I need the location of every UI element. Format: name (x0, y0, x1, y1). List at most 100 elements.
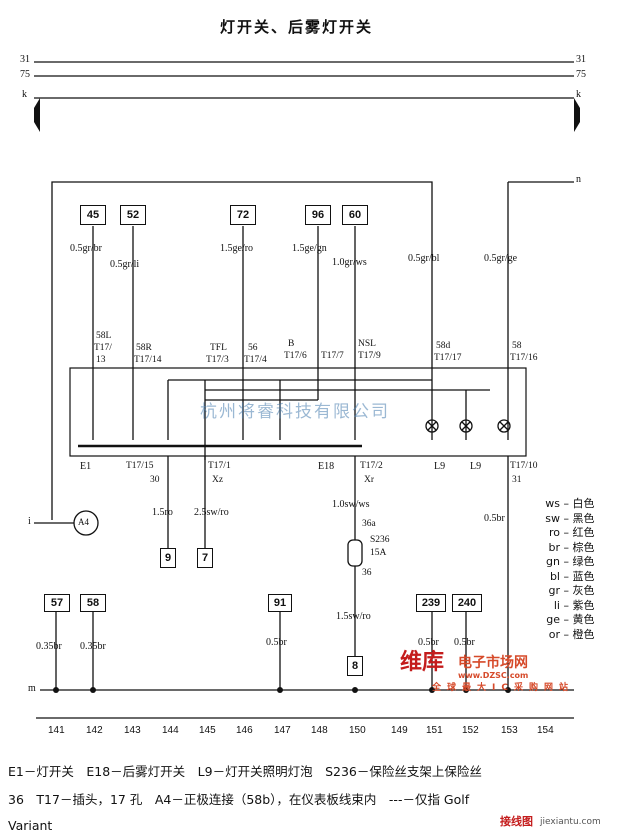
plug-label: T17/15 (126, 461, 154, 471)
connector-box-45: 45 (80, 205, 106, 225)
legend-code: li (553, 598, 560, 612)
wire-label: 0.5br (266, 637, 287, 648)
position-number: 143 (124, 725, 141, 736)
pin-label: 58 (512, 341, 522, 351)
legend-code: ws (545, 497, 560, 510)
l9-label: L9 (434, 461, 446, 472)
pin-label: B (288, 339, 295, 349)
terminal-label: 30 (150, 475, 160, 485)
rail-31-label-right: 31 (576, 54, 586, 65)
brand-logo: 维库 (400, 650, 445, 675)
pin-label: NSL (358, 339, 376, 349)
wire-label: 0.35br (80, 641, 106, 652)
position-number: 144 (162, 725, 179, 736)
position-number: 153 (501, 725, 518, 736)
watermark: 杭州将睿科技有限公司 (200, 402, 390, 422)
pin-label: 58d (436, 341, 451, 351)
wire-feed-top (51, 181, 433, 520)
legend-item: li – 紫色 (532, 600, 595, 611)
rail-k-label-right: k (576, 89, 581, 100)
position-number: 150 (349, 725, 366, 736)
pin-label: TFL (210, 343, 227, 353)
wire-label: 0.5br (484, 513, 505, 524)
corner-url: jiexiantu.com (540, 817, 601, 827)
rail-75-label-left: 75 (20, 69, 30, 80)
rail-75-label-right: 75 (576, 69, 586, 80)
rail-k-right-arrow (574, 98, 580, 132)
e18-label: E18 (318, 461, 335, 472)
brand-url: www.DZSC.com (458, 671, 529, 680)
pin-label: 58R (136, 343, 152, 353)
legend-color-name: 棕色 (572, 540, 595, 554)
a4-label: A4 (78, 517, 89, 527)
ground-box-9: 9 (160, 548, 176, 568)
legend-color-name: 黑色 (572, 511, 595, 525)
plug-label: T17/3 (206, 355, 229, 365)
rail-31-label-left: 31 (20, 54, 30, 65)
wire-label: 1.5sw/ro (336, 611, 371, 622)
wire-label: 1.5ro (152, 507, 173, 518)
brand-site: 电子市场网 (458, 655, 528, 671)
plug-label: T17/1 (208, 461, 231, 471)
legend-color-name: 灰色 (572, 584, 595, 597)
wire-label: 0.5gr/bl (408, 253, 440, 264)
wire-label: 0.35br (36, 641, 62, 652)
connector-box-52: 52 (120, 205, 146, 225)
caption-line-1: E1－灯开关 E18－后雾灯开关 L9－灯开关照明灯泡 S236－保险丝支架上保… (8, 764, 482, 779)
connector-box-96: 96 (305, 205, 331, 225)
terminal-label: 31 (512, 475, 522, 485)
legend-item: ws – 白色 (532, 497, 594, 510)
position-number: 149 (391, 725, 408, 736)
rail-k-label-left: k (22, 89, 27, 100)
terminal-label: 36a (362, 519, 376, 529)
plug-label: T17/2 (360, 461, 383, 471)
plug-label: T17/14 (134, 355, 162, 365)
fuse-rating: 15A (370, 548, 387, 558)
ground-box-7: 7 (197, 548, 213, 568)
legend-item: or – 橙色 (532, 629, 595, 640)
legend-color-name: 橙色 (572, 627, 595, 641)
rail-n-label: n (576, 174, 581, 185)
plug-label: T17/ (94, 343, 112, 353)
connector-box-60: 60 (342, 205, 368, 225)
plug-label: 13 (96, 355, 106, 365)
diagram-title: 灯开关、后雾灯开关 (220, 18, 374, 36)
switch-housing (69, 367, 527, 457)
wire-label: 2.5sw/ro (194, 507, 229, 518)
legend-color-name: 红色 (572, 526, 595, 539)
legend-code: ge (546, 613, 560, 626)
position-number: 154 (537, 725, 554, 736)
ground-box-8: 8 (347, 656, 363, 676)
l9-label: L9 (470, 461, 482, 472)
legend-item: gr – 灰色 (532, 584, 595, 597)
legend-color-name: 蓝色 (572, 569, 595, 583)
e1-label: E1 (80, 461, 92, 472)
plug-label: T17/16 (510, 353, 538, 363)
legend-code: ro (548, 526, 560, 539)
legend-item: bl – 蓝色 (532, 571, 595, 582)
position-number: 146 (236, 725, 253, 736)
plug-label: T17/17 (434, 353, 462, 363)
pin-label: 58L (96, 331, 112, 341)
wire-label: 1.5ge/gn (292, 243, 327, 254)
wire-label: 1.5ge/ro (220, 243, 254, 254)
legend-code: gr (548, 584, 560, 597)
plug-label: T17/10 (510, 461, 538, 471)
terminal-label: 36 (362, 568, 372, 578)
plug-label: T17/4 (244, 355, 267, 365)
plug-label: T17/9 (358, 351, 381, 361)
connector-box-58: 58 (80, 594, 106, 612)
connector-box-91: 91 (268, 594, 292, 612)
rail-m-label: m (28, 683, 36, 694)
position-number: 147 (274, 725, 291, 736)
legend-color-name: 绿色 (572, 555, 595, 568)
position-number: 142 (86, 725, 103, 736)
plug-label: T17/6 (284, 351, 307, 361)
rail-i-label: i (28, 516, 31, 527)
legend-code: br (548, 540, 560, 554)
fuse-label: S236 (370, 535, 390, 545)
caption-line-3: Variant (8, 818, 53, 833)
legend-item: gn – 绿色 (532, 555, 595, 568)
